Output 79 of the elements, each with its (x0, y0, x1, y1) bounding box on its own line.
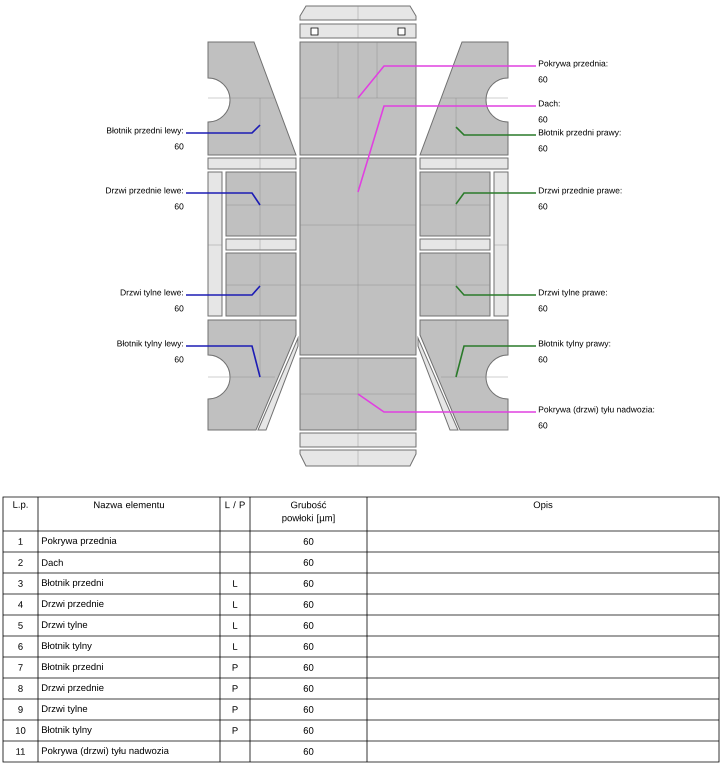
leader-line (357, 105, 536, 192)
fender-panel (420, 320, 508, 430)
fender-panel (208, 42, 296, 156)
roof-panel (300, 158, 416, 356)
leader-line (186, 285, 261, 296)
cell-text: 60 (304, 643, 314, 650)
cell-text: Dach (42, 559, 63, 566)
header-text: Opis (534, 501, 552, 510)
door-panel (420, 172, 490, 236)
cell-text: 60 (304, 622, 314, 629)
cell-text: Błotnik tylny (42, 642, 92, 651)
cell-text: L (233, 643, 238, 650)
cell-text: Pokrywa (drzwi) tyłu nadwozia (42, 747, 169, 756)
cell-text: 60 (304, 748, 314, 755)
cell-text: P (232, 664, 238, 671)
door-panel (226, 252, 296, 316)
callout-label: Błotnik tylny prawy: 60 (538, 340, 610, 362)
cell-text: 7 (18, 664, 23, 671)
cell-text: Błotnik przedni (42, 579, 103, 588)
door-panel (420, 252, 490, 316)
callout-label: Pokrywa przednia: 60 (538, 60, 608, 82)
cell-text: 60 (304, 580, 314, 587)
callout-label: Dach: 60 (538, 100, 560, 122)
cell-text: 8 (18, 685, 23, 692)
leader-line (455, 345, 536, 378)
cell-text: 9 (18, 706, 23, 713)
cell-text: L (233, 622, 238, 629)
callout-label: Drzwi przednie lewe: 60 (106, 187, 184, 210)
cell-text: 10 (16, 727, 26, 734)
cell-text: 60 (304, 559, 314, 566)
leader-line (455, 192, 536, 204)
leader-line (358, 393, 536, 413)
cell-text: 5 (18, 622, 23, 629)
cell-text: Drzwi tylne (42, 621, 88, 630)
cell-text: Błotnik tylny (42, 726, 92, 735)
leader-line (186, 345, 261, 378)
cell-text: P (232, 706, 238, 713)
callout-label: Błotnik przedni lewy: 60 (107, 127, 184, 150)
header-text: L.p. (13, 501, 28, 510)
cell-text: 60 (304, 664, 314, 671)
cell-text: Drzwi przednie (42, 600, 104, 609)
callout-label: Drzwi tylne lewe: 60 (120, 289, 184, 312)
callout-label: Pokrywa (drzwi) tyłu nadwozia: 60 (538, 406, 654, 428)
leader-line (455, 126, 536, 136)
cell-text: Drzwi tylne (42, 705, 88, 714)
trunk-panel (300, 358, 416, 430)
cell-text: 1 (18, 538, 23, 545)
cell-text: P (232, 685, 238, 692)
cell-text: 60 (304, 706, 314, 713)
fender-panel (420, 42, 508, 156)
leader-line (186, 124, 261, 134)
cell-text: Pokrywa przednia (42, 537, 117, 546)
header-text: Grubość powłoki [µm] (282, 501, 335, 524)
cell-text: P (232, 727, 238, 734)
hood-panel (300, 42, 416, 156)
cell-text: 60 (304, 727, 314, 734)
cell-text: Drzwi przednie (42, 684, 104, 693)
leader-line (357, 65, 536, 98)
cell-text: Błotnik przedni (42, 663, 103, 672)
callout-label: Błotnik przedni prawy: 60 (538, 129, 621, 152)
leader-line (186, 192, 261, 206)
cell-text: 6 (18, 643, 23, 650)
door-panel (226, 172, 296, 236)
leader-line (455, 285, 536, 296)
header-text: L / P (226, 501, 245, 508)
cell-text: 3 (18, 580, 23, 587)
cell-text: 2 (18, 559, 23, 566)
cell-text: 60 (304, 685, 314, 692)
cell-text: L (233, 601, 238, 608)
cell-text: 4 (18, 601, 23, 608)
callout-label: Drzwi przednie prawe: 60 (538, 187, 622, 210)
cell-text: 11 (16, 748, 25, 755)
header-text: Nazwa elementu (94, 501, 164, 508)
fender-panel (208, 320, 296, 430)
callout-label: Drzwi tylne prawe: 60 (538, 289, 607, 312)
cell-text: 60 (304, 538, 314, 545)
callout-label: Błotnik tylny lewy: 60 (117, 340, 184, 362)
cell-text: L (233, 580, 238, 587)
cell-text: 60 (304, 601, 314, 608)
